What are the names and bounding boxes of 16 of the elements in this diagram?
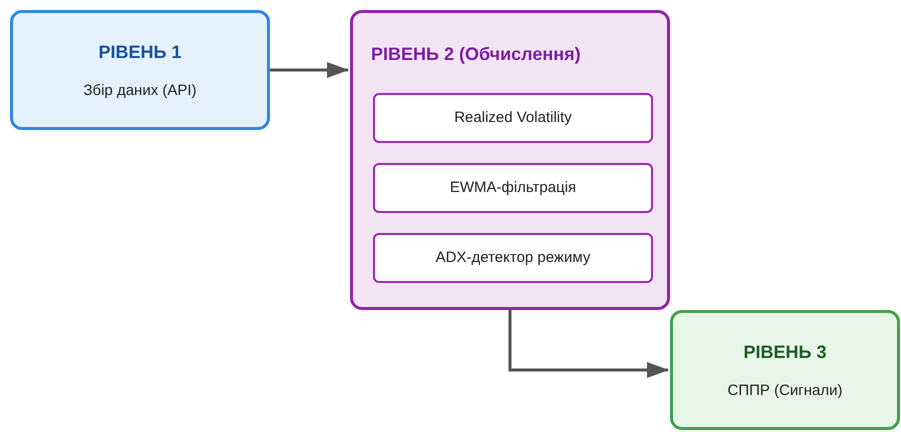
level-title: РІВЕНЬ 2 (Обчислення) [371,43,581,66]
level-text: Збір даних (API) [83,81,197,101]
level-box [10,10,270,130]
step-box [373,163,653,213]
step-text: ADX-детектор режиму [436,248,590,268]
step-text: Realized Volatility [454,108,572,128]
step-box [373,93,653,143]
level-title: РІВЕНЬ 3 [744,341,826,364]
arrow [508,310,669,378]
step-box [373,233,653,283]
arrow [270,62,349,78]
step-text: EWMA-фільтрація [450,178,576,198]
level-text: СППР (Сигнали) [728,381,842,401]
level-box [670,310,900,430]
level-title: РІВЕНЬ 1 [98,41,182,64]
level-box [350,10,670,310]
